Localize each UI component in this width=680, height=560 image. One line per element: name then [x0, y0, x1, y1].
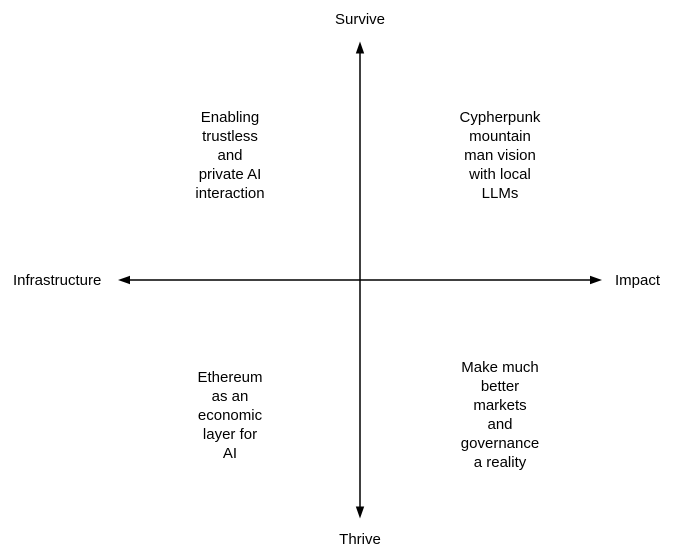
up-arrowhead-icon [355, 41, 365, 54]
axis-label-survive: Survive [334, 11, 386, 28]
quadrant-text-top-right: Cypherpunk mountain man vision with loca… [459, 109, 541, 202]
quadrant-text-bottom-left: Ethereum as an economic layer for AI [197, 369, 263, 462]
axis-label-impact: Impact [615, 272, 661, 289]
down-arrowhead-icon [355, 506, 365, 519]
axis-label-infrastructure: Infrastructure [13, 272, 102, 289]
axis-label-thrive: Thrive [339, 531, 381, 548]
quadrant-text-bottom-right: Make much better markets and governance … [460, 359, 540, 471]
right-arrowhead-icon [590, 275, 602, 285]
left-arrowhead-icon [118, 275, 130, 285]
quadrant-text-top-left: Enabling trustless and private AI intera… [195, 109, 265, 202]
